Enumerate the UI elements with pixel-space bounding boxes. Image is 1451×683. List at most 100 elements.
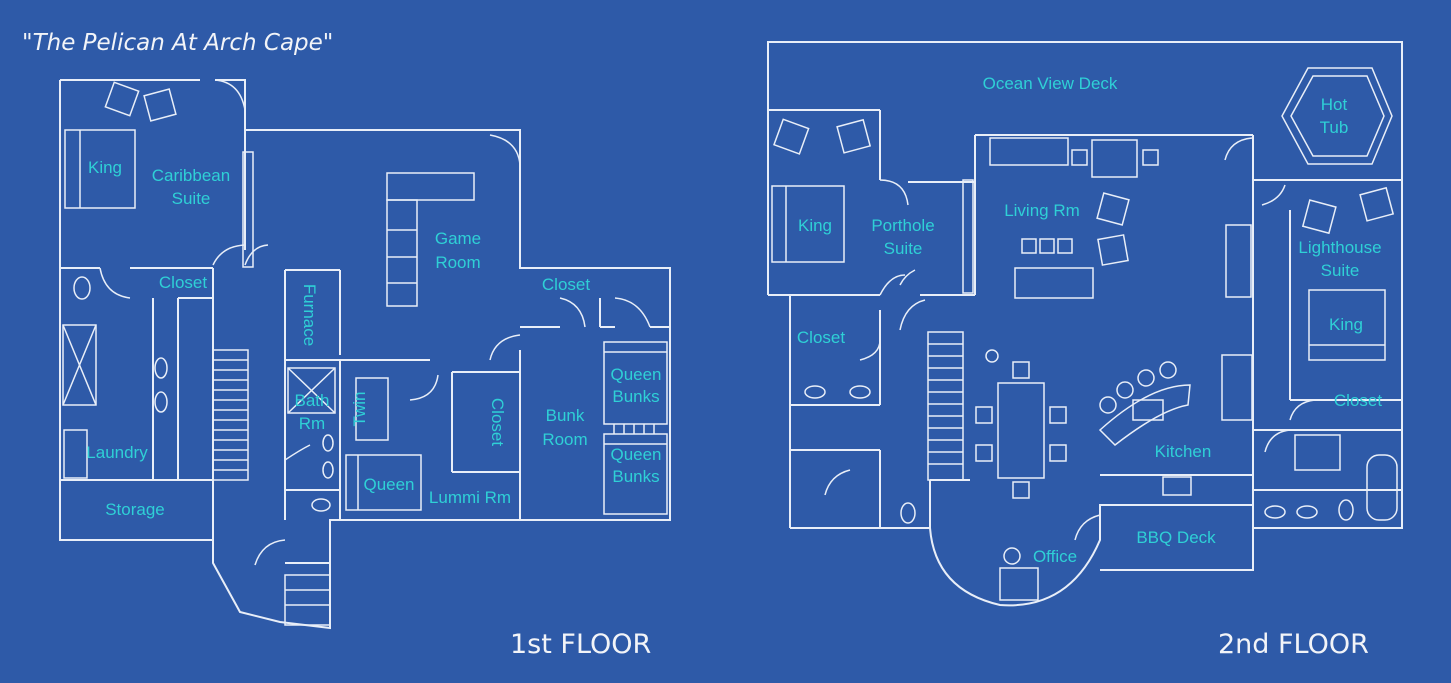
second-floor-walls bbox=[767, 41, 1403, 607]
armchair-icon bbox=[1301, 199, 1337, 235]
room-label-bbq-deck: BBQ Deck bbox=[1136, 528, 1216, 547]
room-label-queen: Queen bbox=[363, 475, 414, 494]
room-label-ocean-view-deck: Ocean View Deck bbox=[983, 74, 1118, 93]
stove-icon bbox=[1132, 399, 1164, 421]
bunk-bed-icon bbox=[603, 433, 668, 515]
room-label-lighthouse-suite: Lighthouse bbox=[1298, 238, 1381, 257]
room-label-closet: Closet bbox=[797, 328, 845, 347]
room-label-closet: Closet bbox=[1334, 391, 1382, 410]
toilet-icon bbox=[1338, 499, 1354, 521]
twin-bed-icon bbox=[355, 377, 389, 441]
second-floor-doors bbox=[824, 137, 1316, 541]
bathtub-icon bbox=[1366, 454, 1398, 521]
sink-icon bbox=[1296, 505, 1318, 519]
first-floor: King Caribbean Suite Game Room Closet Cl… bbox=[59, 79, 671, 660]
chair-icon bbox=[1142, 149, 1159, 166]
chair-icon bbox=[975, 444, 993, 462]
room-label-game-room: Game bbox=[435, 229, 481, 248]
sink-icon bbox=[154, 357, 168, 379]
armchair-icon bbox=[143, 88, 177, 122]
king-bed-icon bbox=[64, 129, 136, 209]
table-icon bbox=[1091, 139, 1138, 178]
queen-bed-icon bbox=[345, 454, 422, 511]
sliding-door-icon bbox=[962, 179, 974, 294]
chair-icon bbox=[1049, 444, 1067, 462]
toilet-icon bbox=[900, 502, 916, 524]
room-label-queen-bunks: Bunks bbox=[612, 467, 659, 486]
armchair-icon bbox=[836, 118, 872, 154]
room-label-storage: Storage bbox=[105, 500, 165, 519]
plan-title: "The Pelican At Arch Cape" bbox=[22, 30, 333, 56]
sink-icon bbox=[804, 385, 826, 399]
room-label-bath-rm: Rm bbox=[299, 414, 325, 433]
second-floor-fixtures bbox=[771, 67, 1398, 601]
kitchen-sink-icon bbox=[1162, 476, 1192, 496]
toilet-icon bbox=[311, 498, 331, 512]
room-label-living-rm: Living Rm bbox=[1004, 201, 1080, 220]
room-label-caribbean-suite: Caribbean bbox=[152, 166, 230, 185]
room-label-hot-tub: Tub bbox=[1320, 118, 1349, 137]
sofa-icon bbox=[989, 137, 1069, 166]
toilet-icon bbox=[73, 276, 91, 300]
armchair-icon bbox=[773, 118, 810, 155]
armchair-icon bbox=[1359, 186, 1395, 222]
shower-icon bbox=[62, 324, 97, 406]
room-label-queen-bunks: Queen bbox=[610, 365, 661, 384]
hot-tub-icon bbox=[1281, 67, 1393, 165]
second-floor-label: 2nd FLOOR bbox=[1218, 629, 1369, 660]
room-label-furnace: Furnace bbox=[300, 284, 319, 346]
room-label-bunk-room: Bunk bbox=[546, 406, 585, 425]
first-floor-labels: King Caribbean Suite Game Room Closet Cl… bbox=[86, 158, 661, 519]
king-bed-icon bbox=[1308, 289, 1386, 361]
bunk-bed-icon bbox=[603, 341, 668, 425]
room-label-hot-tub: Hot bbox=[1321, 95, 1348, 114]
sink-icon bbox=[1264, 505, 1286, 519]
sink-icon bbox=[322, 461, 334, 479]
chair-icon bbox=[975, 406, 993, 424]
first-floor-walls bbox=[59, 79, 671, 630]
room-label-porthole-suite: Suite bbox=[884, 239, 923, 258]
room-label-king: King bbox=[798, 216, 832, 235]
room-label-king: King bbox=[1329, 315, 1363, 334]
room-label-king: King bbox=[88, 158, 122, 177]
room-label-office: Office bbox=[1033, 547, 1077, 566]
first-floor-label: 1st FLOOR bbox=[510, 629, 651, 660]
sink-icon bbox=[322, 434, 334, 452]
office-chair-icon bbox=[1003, 547, 1021, 565]
room-label-twin: Twin bbox=[350, 392, 369, 427]
dining-table-icon bbox=[997, 382, 1045, 479]
king-bed-icon bbox=[771, 185, 845, 263]
first-floor-fixtures bbox=[62, 81, 668, 515]
chair-icon bbox=[1049, 406, 1067, 424]
room-label-bunk-room: Room bbox=[542, 430, 587, 449]
furnace-box-icon bbox=[287, 367, 336, 414]
room-label-caribbean-suite: Suite bbox=[172, 189, 211, 208]
first-floor-stairs bbox=[212, 349, 331, 626]
armchair-icon bbox=[104, 81, 140, 117]
sink-icon bbox=[154, 391, 168, 413]
chair-icon bbox=[1071, 149, 1088, 166]
room-label-queen-bunks: Bunks bbox=[612, 387, 659, 406]
room-label-closet: Closet bbox=[542, 275, 590, 294]
washer-icon bbox=[63, 429, 88, 479]
room-label-lighthouse-suite: Suite bbox=[1321, 261, 1360, 280]
first-floor-doors bbox=[99, 79, 651, 566]
room-label-closet: Closet bbox=[488, 398, 507, 446]
room-label-laundry: Laundry bbox=[86, 443, 148, 462]
desk-icon bbox=[999, 567, 1039, 601]
second-floor: Ocean View Deck Hot Tub King Porthole Su… bbox=[767, 41, 1403, 660]
second-floor-labels: Ocean View Deck Hot Tub King Porthole Su… bbox=[797, 74, 1382, 566]
room-label-game-room: Room bbox=[435, 253, 480, 272]
room-label-kitchen: Kitchen bbox=[1155, 442, 1212, 461]
room-label-lummi-rm: Lummi Rm bbox=[429, 488, 511, 507]
room-label-porthole-suite: Porthole bbox=[871, 216, 934, 235]
room-label-closet: Closet bbox=[159, 273, 207, 292]
kitchen-island-icon bbox=[1098, 384, 1191, 446]
armchair-icon bbox=[1096, 192, 1130, 226]
sliding-door-icon bbox=[242, 151, 254, 268]
room-label-queen-bunks: Queen bbox=[610, 445, 661, 464]
chair-icon bbox=[1012, 481, 1030, 499]
room-label-bath-rm: Bath bbox=[295, 391, 330, 410]
second-floor-stairs bbox=[927, 331, 964, 481]
